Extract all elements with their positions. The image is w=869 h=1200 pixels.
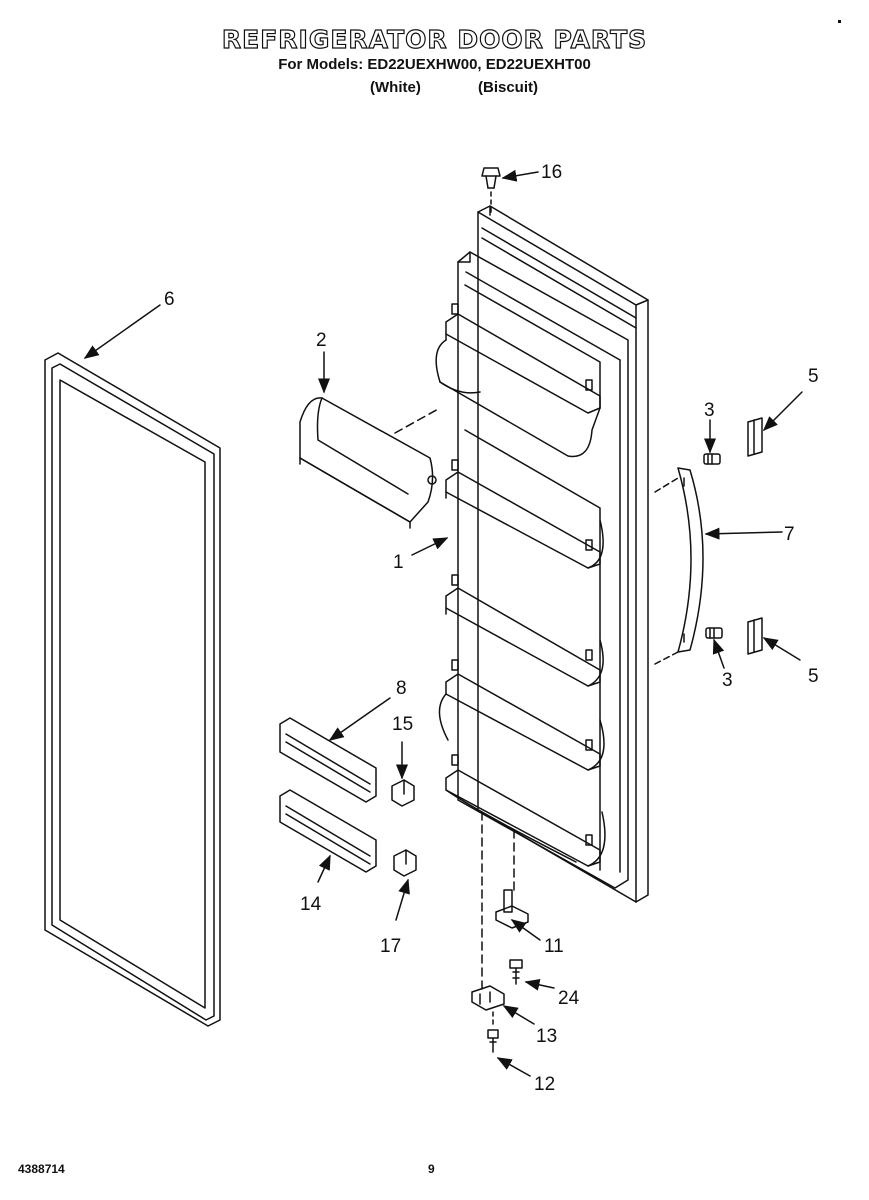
door-gasket-part: [44, 352, 221, 1027]
variant-biscuit-label: (Biscuit): [478, 79, 538, 96]
retainer-bar-part: [279, 717, 377, 803]
callout-17: 17: [380, 936, 401, 957]
callout-16: 16: [541, 162, 562, 183]
door-liner-part: [435, 205, 649, 903]
callout-8: 8: [396, 678, 407, 699]
callout-arrows: [83, 169, 803, 1077]
retainer-clip-part: [393, 849, 417, 877]
callout-3-bottom: 3: [722, 670, 733, 691]
callout-5-top: 5: [808, 366, 819, 387]
page-number: 9: [428, 1162, 435, 1176]
handle-cap-part: [747, 417, 763, 457]
callout-3-top: 3: [704, 400, 715, 421]
hinge-plug-part: [481, 167, 501, 189]
document-number: 4388714: [18, 1162, 65, 1176]
handle-screw-part: [705, 627, 723, 639]
retainer-clip-part: [391, 779, 415, 807]
lower-hinge-part: [495, 889, 529, 929]
door-shelf-bin: [445, 471, 604, 569]
callout-24: 24: [558, 988, 580, 1009]
handle-cap-part: [747, 617, 763, 655]
models-line: For Models: ED22UEXHW00, ED22UEXHT00: [278, 56, 591, 73]
callout-13: 13: [536, 1026, 557, 1047]
dairy-door-part: [299, 397, 437, 529]
callout-1: 1: [393, 552, 404, 573]
retainer-bar-part: [279, 789, 377, 873]
hinge-screw-part: [509, 959, 523, 985]
handle-screw-part: [703, 453, 721, 465]
callout-12: 12: [534, 1074, 555, 1095]
diagram-header: REFRIGERATOR DOOR PARTS For Models: ED22…: [0, 25, 869, 74]
shim-screw-part: [487, 1029, 499, 1053]
callout-14: 14: [300, 894, 322, 915]
callout-7: 7: [784, 524, 795, 545]
door-shelf-bin: [445, 587, 604, 687]
callout-15: 15: [392, 714, 413, 735]
door-shelf-bin: [445, 769, 606, 867]
hinge-shim-part: [471, 985, 505, 1011]
page-title: REFRIGERATOR DOOR PARTS: [221, 25, 648, 54]
corner-mark: [838, 20, 841, 23]
door-shelf-bin: [438, 673, 605, 771]
callout-11: 11: [544, 936, 564, 957]
door-handle-part: [677, 467, 704, 653]
callout-6: 6: [164, 289, 175, 310]
variant-white-label: (White): [370, 79, 421, 96]
callout-2: 2: [316, 330, 327, 351]
callout-5-bottom: 5: [808, 666, 819, 687]
